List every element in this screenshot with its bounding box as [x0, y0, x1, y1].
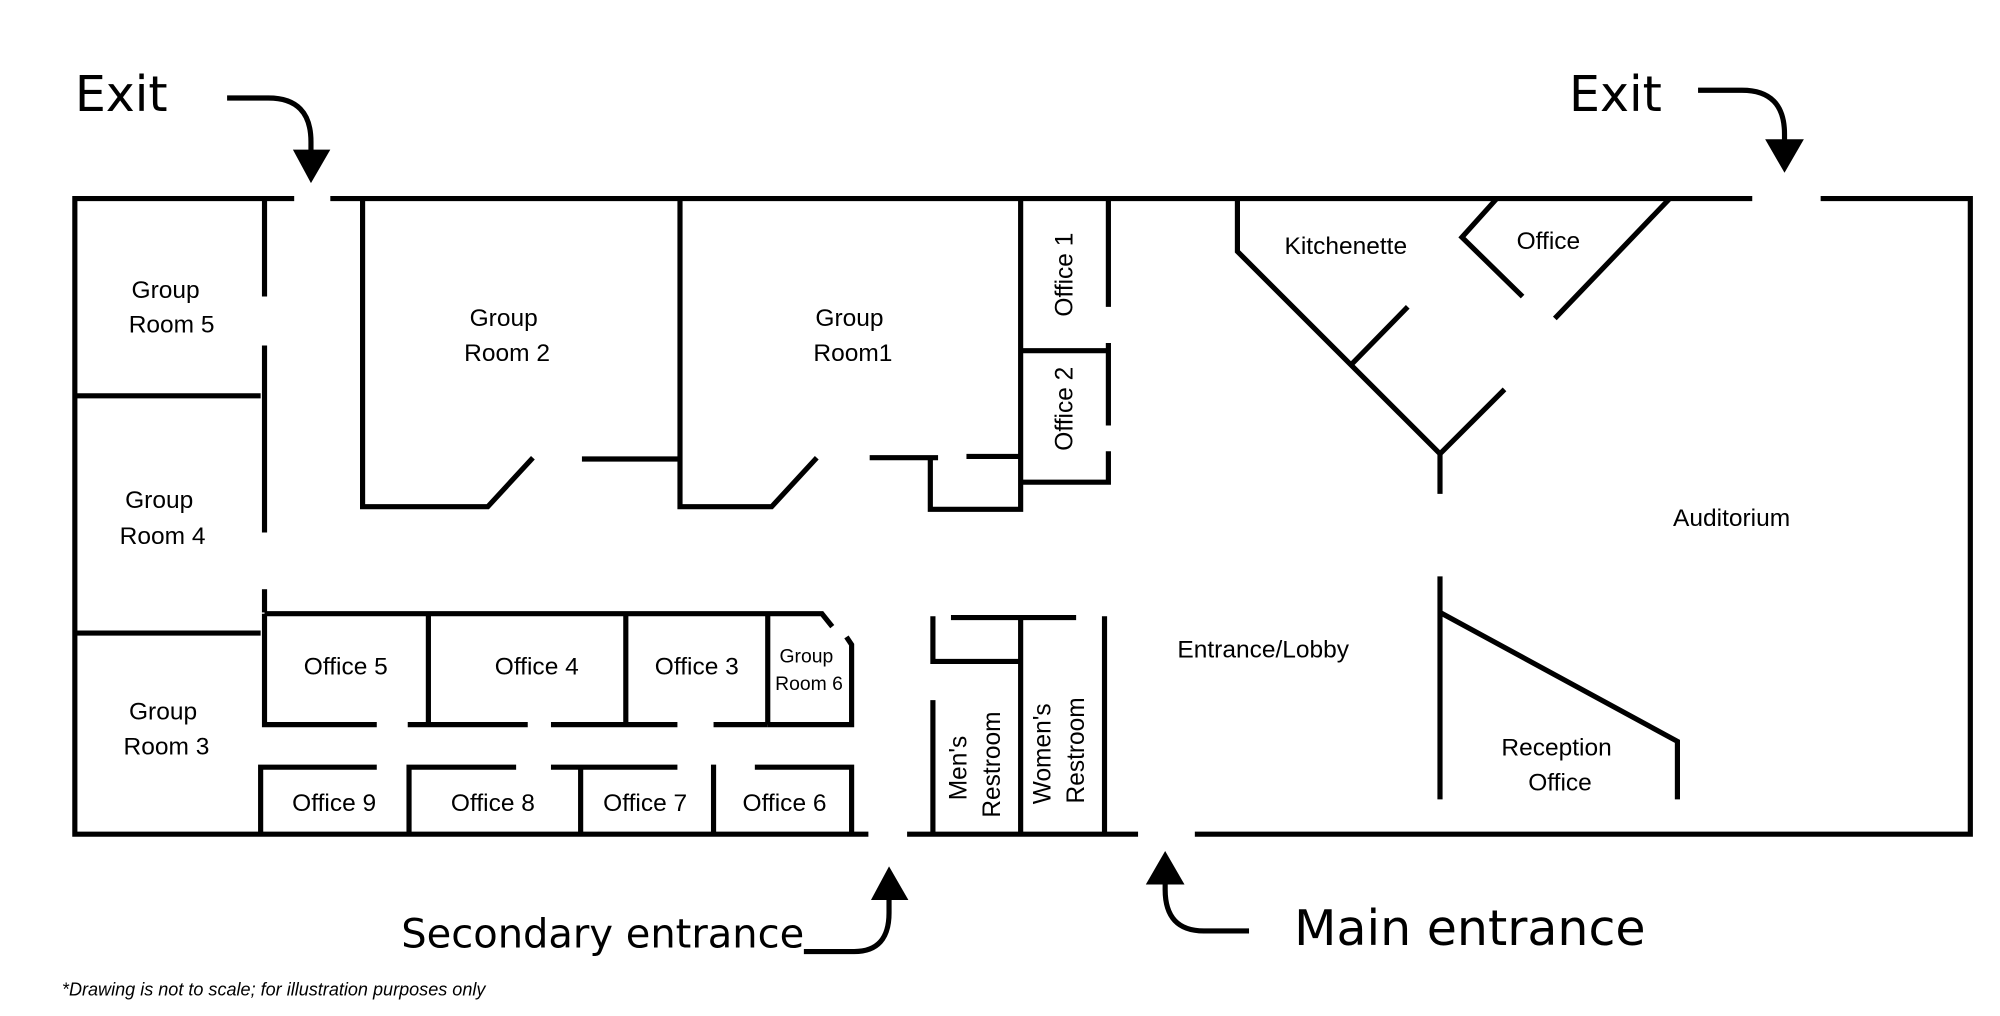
- office-label: Office: [1517, 228, 1581, 255]
- reception-office-label: Reception Office: [1501, 735, 1618, 797]
- office-1-label: Office 1: [1051, 233, 1078, 317]
- exit-arrow-right-icon: [1698, 87, 1804, 173]
- office-2-label: Office 2: [1051, 367, 1078, 451]
- entrance-lobby-label: Entrance/Lobby: [1177, 637, 1349, 664]
- kitchen-office-walls: [1234, 196, 1672, 494]
- kitchenette-label: Kitchenette: [1284, 233, 1407, 260]
- group-room-1-label: Group Room1: [813, 305, 892, 367]
- office-8-label: Office 8: [451, 790, 535, 817]
- womens-restroom-label: Women's Restroom: [1029, 697, 1090, 805]
- office-5-label: Office 5: [304, 653, 388, 680]
- main-entrance-label: Main entrance: [1294, 900, 1645, 957]
- reception-walls: [1437, 576, 1680, 800]
- office-7-label: Office 7: [603, 790, 687, 817]
- secondary-entrance-label: Secondary entrance: [401, 912, 804, 958]
- scale-disclaimer: *Drawing is not to scale; for illustrati…: [62, 979, 486, 999]
- restroom-walls: [930, 615, 1108, 835]
- upper-office-row-walls: [261, 611, 855, 728]
- group-room-5-label: Group Room 5: [129, 277, 215, 339]
- auditorium-label: Auditorium: [1673, 505, 1790, 532]
- office-4-label: Office 4: [495, 653, 579, 680]
- mens-restroom-label: Men's Restroom: [945, 711, 1006, 817]
- office-6-label: Office 6: [743, 790, 827, 817]
- group-room-6-label: Group Room 6: [775, 646, 843, 695]
- outer-walls: [72, 195, 1973, 837]
- group-room-walls: [360, 198, 1024, 512]
- exit-label-left: Exit: [75, 66, 168, 123]
- office-1-2-walls: [1020, 198, 1111, 485]
- left-interior-walls: [74, 198, 268, 636]
- lower-office-row-walls: [258, 764, 855, 835]
- office-9-label: Office 9: [292, 790, 376, 817]
- office-3-label: Office 3: [655, 653, 739, 680]
- exit-label-right: Exit: [1569, 66, 1662, 123]
- main-entrance-arrow-icon: [1145, 850, 1250, 934]
- secondary-entrance-arrow-icon: [803, 866, 909, 955]
- group-room-2-label: Group Room 2: [464, 305, 550, 367]
- group-room-3-label: Group Room 3: [124, 698, 210, 760]
- group-room-4-label: Group Room 4: [120, 487, 206, 550]
- exit-arrow-left-icon: [227, 95, 331, 184]
